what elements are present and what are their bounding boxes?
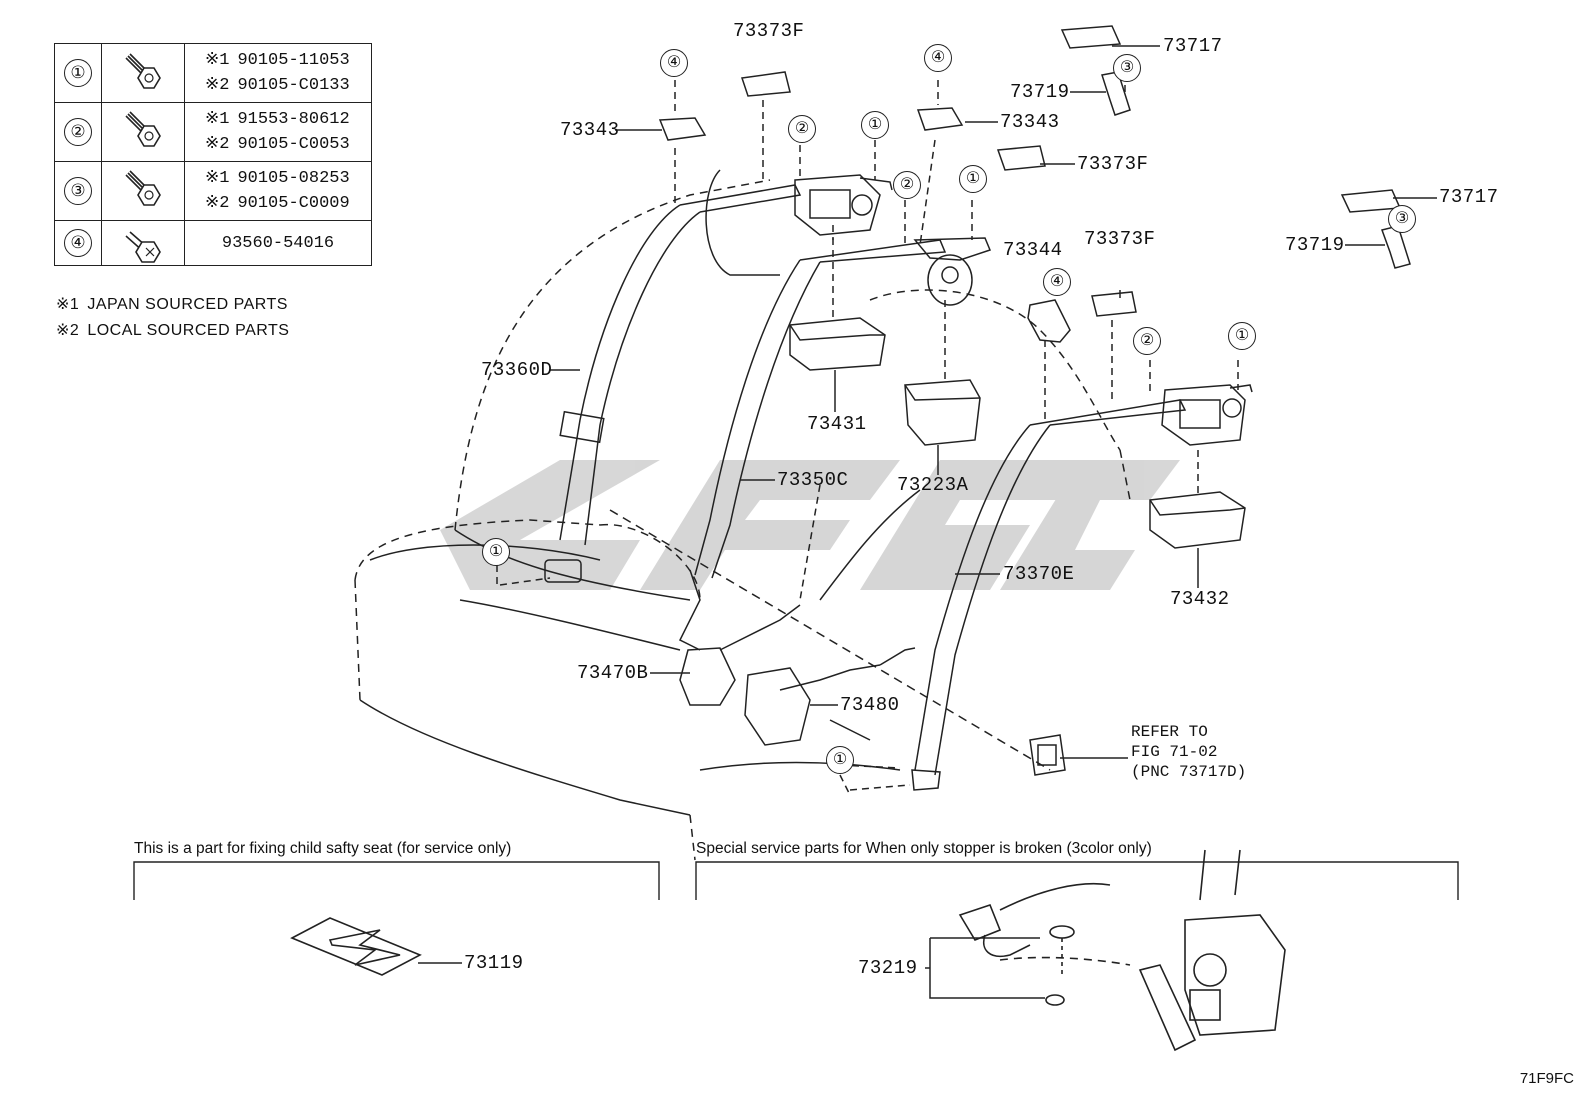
section-caption-child-seat: This is a part for fixing child safty se…: [134, 840, 512, 857]
fastener-marker-3: ③: [1388, 205, 1416, 233]
section-caption-stopper: Special service parts for When only stop…: [696, 840, 1152, 857]
fastener-marker-2: ②: [788, 115, 816, 143]
figure-code: 71F9FC: [1519, 1070, 1574, 1087]
note-text: JAPAN SOURCED PARTS: [87, 296, 288, 313]
callout-73373F-mid[interactable]: 73373F: [1077, 153, 1149, 175]
legend-notes: ※1 JAPAN SOURCED PARTS ※2 LOCAL SOURCED PA…: [56, 292, 289, 344]
fastener-marker-1: ①: [861, 111, 889, 139]
note-text: LOCAL SOURCED PARTS: [87, 322, 290, 339]
source-mark: ※2: [205, 194, 230, 213]
callout-73432[interactable]: 73432: [1170, 588, 1230, 610]
callout-73360D[interactable]: 73360D: [481, 359, 553, 381]
callout-73719-top[interactable]: 73719: [1010, 81, 1070, 103]
fastener-marker-4: ④: [660, 49, 688, 77]
part-number: 90105-11053: [237, 51, 350, 70]
legend-symbol: ④: [64, 229, 92, 257]
hex-bolt-icon: [101, 161, 185, 221]
fastener-marker-4: ④: [1043, 268, 1071, 296]
callout-73373F-low[interactable]: 73373F: [1084, 228, 1156, 250]
note-mark: ※1: [56, 296, 80, 313]
callout-73470B[interactable]: 73470B: [577, 662, 649, 684]
fastener-marker-1: ①: [959, 165, 987, 193]
legend-symbol: ①: [64, 59, 92, 87]
callout-73350C[interactable]: 73350C: [777, 469, 849, 491]
refer-line-1: REFER TO: [1131, 723, 1208, 741]
section-frames: [133, 861, 1459, 900]
part-number: 90105-C0009: [237, 194, 350, 213]
fastener-marker-4: ④: [924, 44, 952, 72]
callout-73344[interactable]: 73344: [1003, 239, 1063, 261]
refer-note[interactable]: REFER TO FIG 71-02 (PNC 73717D): [1131, 722, 1246, 782]
source-mark: ※2: [205, 76, 230, 95]
fastener-marker-2: ②: [1133, 327, 1161, 355]
callout-73119[interactable]: 73119: [464, 952, 524, 974]
refer-line-2: FIG 71-02: [1131, 743, 1218, 761]
hex-bolt-icon: [101, 43, 185, 103]
callout-73343-left[interactable]: 73343: [560, 119, 620, 141]
callout-73373F-top[interactable]: 73373F: [733, 20, 805, 42]
tapping-screw-icon: [101, 220, 185, 266]
callout-73431[interactable]: 73431: [807, 413, 867, 435]
source-mark: ※2: [205, 135, 230, 154]
plate-73119-drawing: [290, 917, 422, 976]
fastener-marker-1: ①: [482, 538, 510, 566]
callout-73223A[interactable]: 73223A: [897, 474, 969, 496]
note-mark: ※2: [56, 322, 80, 339]
callout-73717-top[interactable]: 73717: [1163, 35, 1223, 57]
callout-73343-right[interactable]: 73343: [1000, 111, 1060, 133]
legend-row: ③ ※1 90105-08253 ※2 90105-C0009: [54, 161, 372, 221]
fastener-marker-3: ③: [1113, 54, 1141, 82]
note-local: ※2 LOCAL SOURCED PARTS: [56, 318, 289, 344]
fastener-marker-2: ②: [893, 171, 921, 199]
fastener-legend-table: ① ※1 90105-11053 ※2 90105-C0133 ② ※1 91553-…: [54, 43, 372, 266]
source-mark: ※1: [205, 110, 230, 129]
legend-symbol: ②: [64, 118, 92, 146]
legend-symbol: ③: [64, 177, 92, 205]
part-number: 91553-80612: [237, 110, 350, 129]
fastener-marker-1: ①: [826, 746, 854, 774]
stopper-73219-drawing: [958, 849, 1286, 1052]
callout-73717-right[interactable]: 73717: [1439, 186, 1499, 208]
legend-row: ① ※1 90105-11053 ※2 90105-C0133: [54, 43, 372, 103]
callout-73719-right[interactable]: 73719: [1285, 234, 1345, 256]
part-number: 90105-08253: [237, 169, 350, 188]
fastener-marker-1: ①: [1228, 322, 1256, 350]
hex-bolt-icon: [101, 102, 185, 162]
callout-73370E[interactable]: 73370E: [1003, 563, 1075, 585]
part-number: 93560-54016: [221, 233, 335, 253]
source-mark: ※1: [205, 51, 230, 70]
source-mark: ※1: [205, 169, 230, 188]
legend-row: ④ 93560-54016: [54, 220, 372, 266]
legend-row: ② ※1 91553-80612 ※2 90105-C0053: [54, 102, 372, 162]
note-japan: ※1 JAPAN SOURCED PARTS: [56, 292, 289, 318]
refer-line-3: (PNC 73717D): [1131, 763, 1247, 781]
part-number: 90105-C0053: [237, 135, 350, 154]
callout-73480[interactable]: 73480: [840, 694, 900, 716]
part-number: 90105-C0133: [237, 76, 350, 95]
callout-73219[interactable]: 73219: [858, 957, 918, 979]
